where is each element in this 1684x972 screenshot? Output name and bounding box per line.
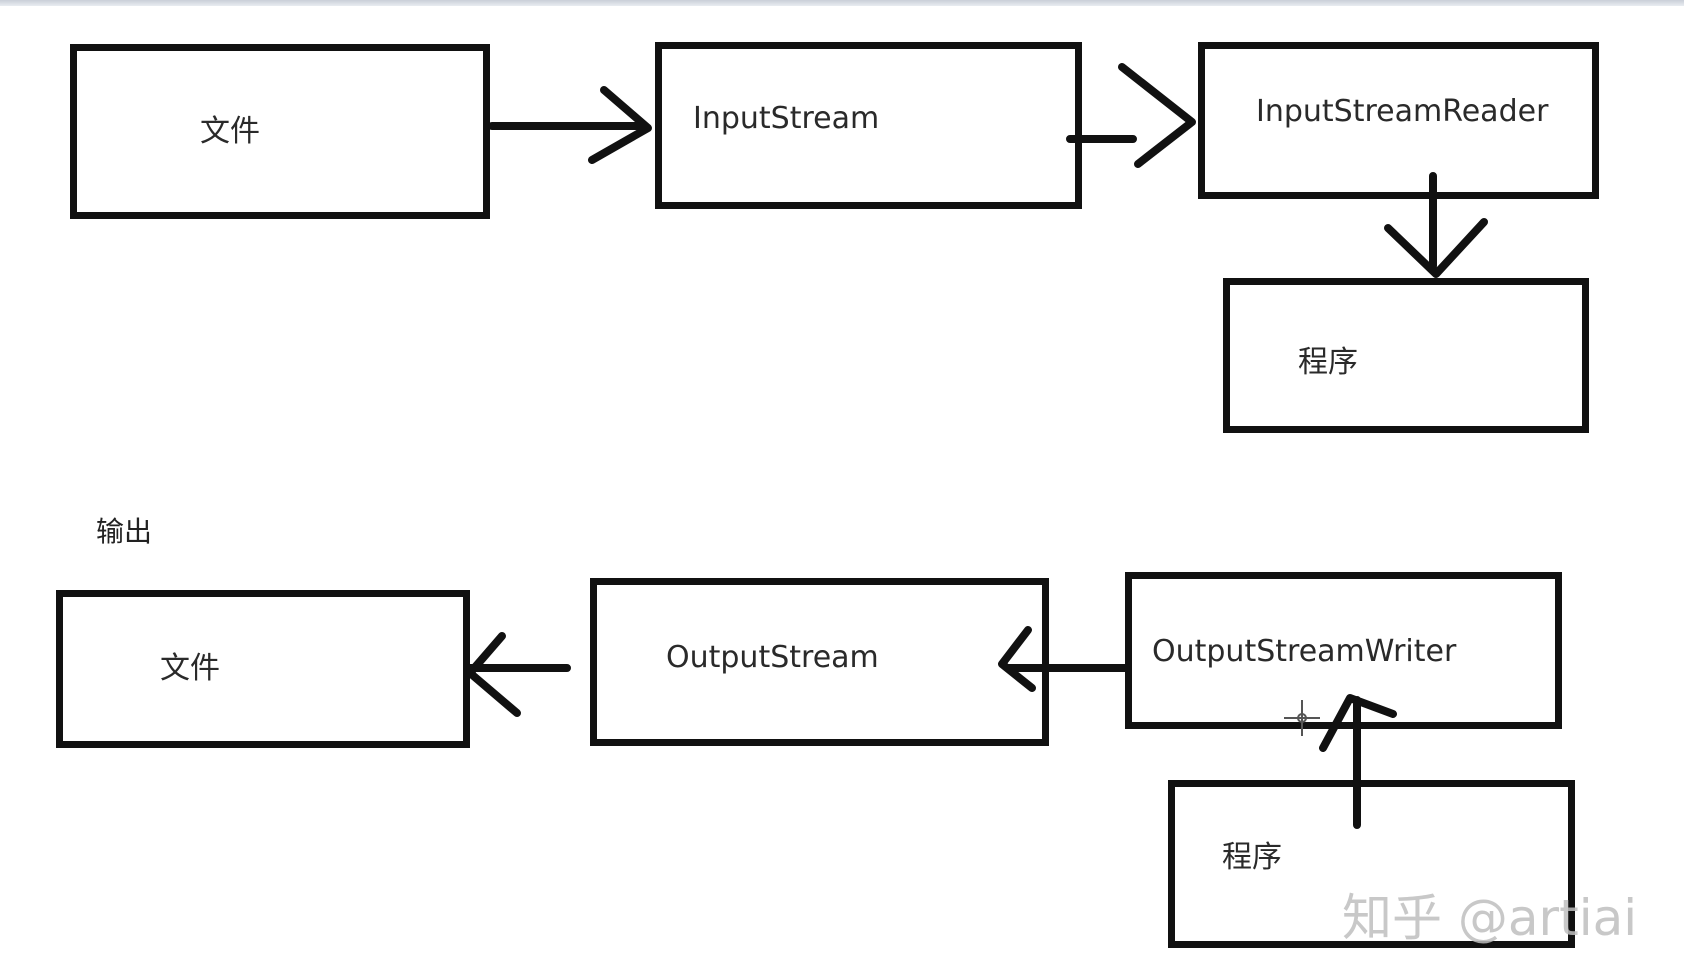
crosshair-cursor-icon (1284, 700, 1320, 736)
input-program-label: 程序 (1298, 345, 1358, 380)
zhihu-watermark: 知乎 @artiai (1342, 889, 1638, 947)
output-program-label: 程序 (1222, 840, 1282, 875)
input-file-box (70, 44, 490, 219)
inputstream-box (655, 42, 1082, 209)
output-file-label: 文件 (160, 651, 220, 686)
input-file-label: 文件 (200, 114, 260, 149)
window-top-bar (0, 0, 1684, 6)
outputstream-label: OutputStream (666, 640, 879, 675)
input-program-box (1223, 278, 1589, 433)
output-section-label: 输出 (96, 515, 153, 548)
outputstreamwriter-label: OutputStreamWriter (1152, 634, 1457, 669)
output-program-box (1168, 780, 1575, 948)
inputstream-label: InputStream (693, 101, 880, 136)
outputstream-box (590, 578, 1049, 746)
arrow-inputstream-to-reader (1066, 63, 1196, 168)
inputstreamreader-box (1198, 42, 1599, 199)
arrow-outputstream-to-file (466, 632, 571, 717)
output-file-box (56, 590, 470, 748)
inputstreamreader-label: InputStreamReader (1256, 94, 1549, 129)
arrow-writer-to-outputstream (998, 626, 1130, 692)
arrow-reader-to-program (1384, 172, 1488, 278)
arrow-program-to-writer (1319, 694, 1397, 829)
arrow-file-to-inputstream (488, 86, 652, 164)
